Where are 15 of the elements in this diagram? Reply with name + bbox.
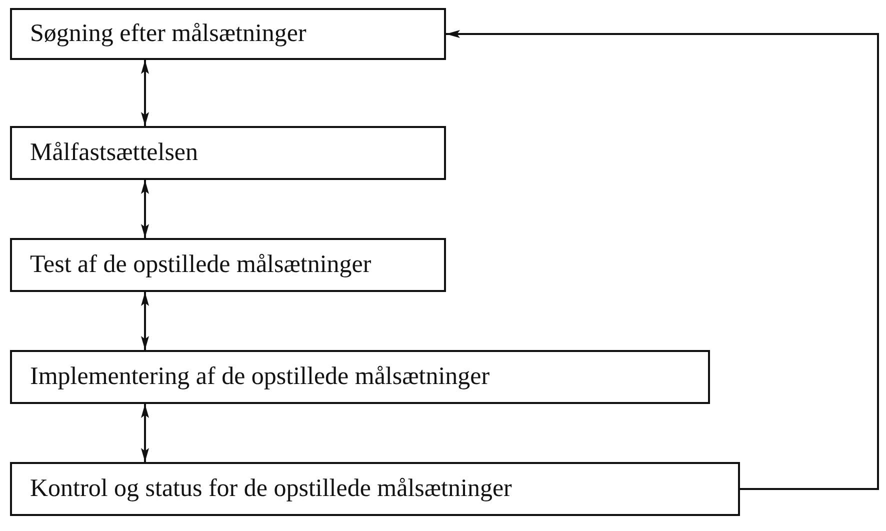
box-label: Implementering af de opstillede målsætninger [30,363,490,391]
box-label: Test af de opstillede målsætninger [30,251,372,279]
arrow [141,60,149,126]
arrow [141,180,149,238]
box-label: Målfastsættelsen [30,139,198,167]
arrow [141,292,149,350]
box-label: Kontrol og status for de opstillede målsætninger [30,475,512,503]
process-box [10,462,740,516]
arrow [446,30,879,490]
box-label: Søgning efter målsætninger [30,20,306,48]
process-box [10,350,710,404]
arrow [141,404,149,462]
process-box [10,8,446,60]
process-box [10,238,446,292]
process-box [10,126,446,180]
